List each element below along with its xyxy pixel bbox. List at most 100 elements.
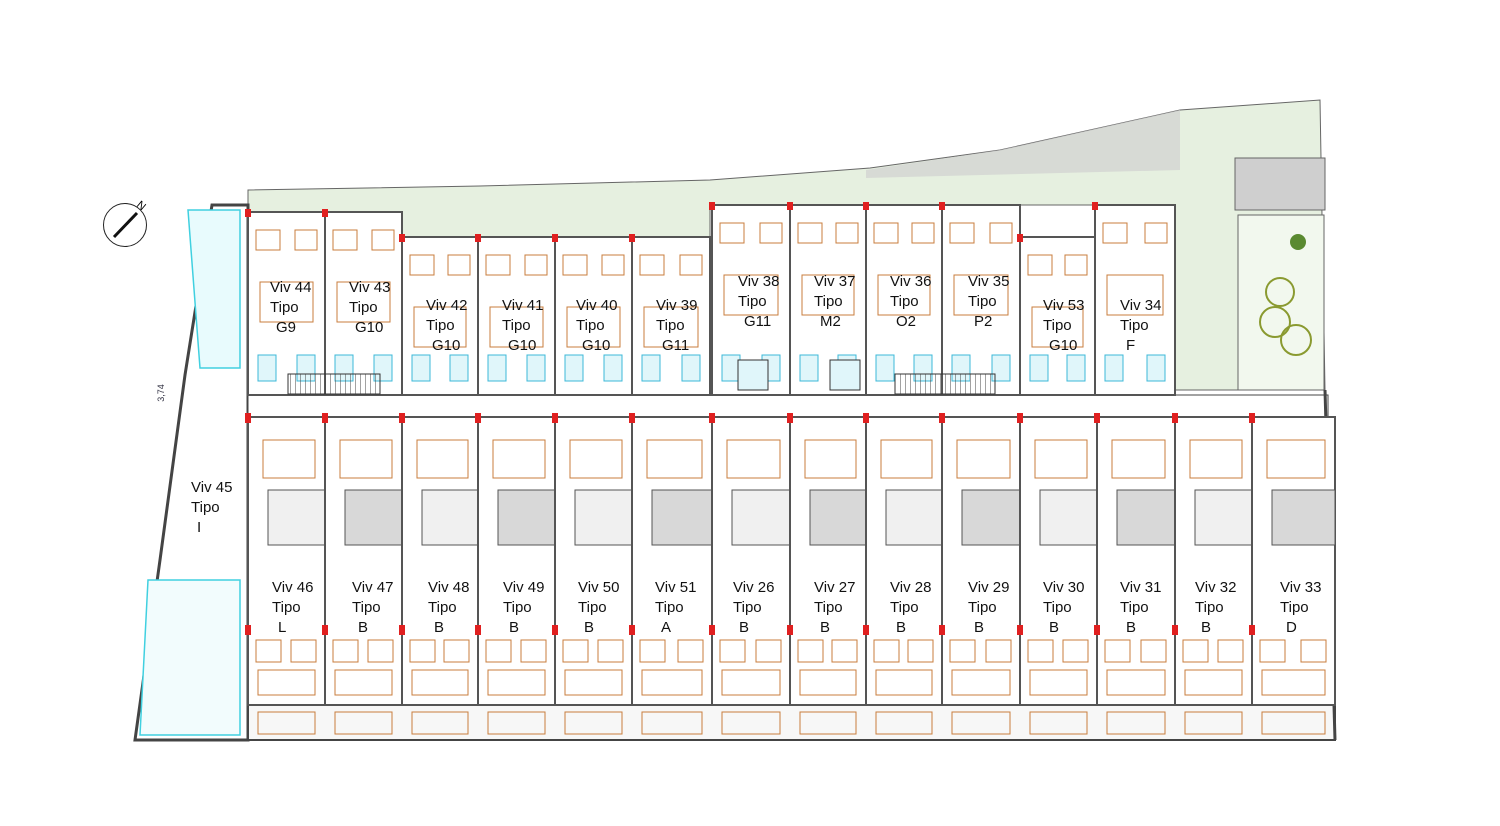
unit-tipo-label: Tipo [1280, 599, 1309, 616]
unit-tipo-label: Tipo [1043, 599, 1072, 616]
column [475, 234, 481, 242]
unit-tipo: L [278, 619, 287, 636]
unit-tipo-label: Tipo [733, 599, 762, 616]
site-garden [247, 99, 1326, 391]
unit-tipo: B [1201, 619, 1212, 636]
column [552, 625, 558, 635]
unit-viv: Viv 38 [738, 273, 780, 290]
column [399, 234, 405, 242]
unit-viv: Viv 48 [428, 579, 470, 596]
column [1094, 413, 1100, 423]
column [399, 625, 405, 635]
column [1249, 625, 1255, 635]
column [1092, 202, 1098, 210]
unit-bottom [477, 416, 556, 706]
unit-tipo-label: Tipo [890, 293, 919, 310]
unit-tipo: G10 [508, 337, 537, 354]
column [787, 202, 793, 210]
unit-tipo-label: Tipo [272, 599, 301, 616]
column [245, 625, 251, 635]
unit-viv: Viv 40 [576, 297, 618, 314]
unit-tipo-label: Tipo [656, 317, 685, 334]
unit-tipo: G10 [582, 337, 611, 354]
unit-viv: Viv 36 [890, 273, 932, 290]
column [629, 625, 635, 635]
column [863, 625, 869, 635]
unit-bottom [1251, 416, 1336, 706]
unit-tipo-label: Tipo [576, 317, 605, 334]
unit-tipo: B [974, 619, 985, 636]
unit-viv: Viv 50 [578, 579, 620, 596]
column [322, 625, 328, 635]
column [1094, 625, 1100, 635]
stair-cores [287, 359, 996, 395]
unit-tipo-label: Tipo [191, 499, 220, 516]
unit-tipo: P2 [974, 313, 993, 330]
unit-tipo-label: Tipo [890, 599, 919, 616]
unit-viv: Viv 45 [191, 479, 233, 496]
unit-tipo: G10 [432, 337, 461, 354]
unit-viv: Viv 53 [1043, 297, 1085, 314]
column [939, 413, 945, 423]
column [863, 413, 869, 423]
shrub-icon [1290, 234, 1306, 250]
unit-viv: Viv 26 [733, 579, 775, 596]
unit-tipo: B [1049, 619, 1060, 636]
unit-viv: Viv 46 [272, 579, 314, 596]
unit-tipo: G10 [355, 319, 384, 336]
column [552, 234, 558, 242]
column [787, 413, 793, 423]
unit-tipo-label: Tipo [270, 299, 299, 316]
unit-bottom [554, 416, 633, 706]
unit-tipo-label: Tipo [349, 299, 378, 316]
unit-tipo-label: Tipo [968, 293, 997, 310]
unit-tipo: A [661, 619, 672, 636]
unit-tipo-label: Tipo [655, 599, 684, 616]
column [1172, 625, 1178, 635]
unit-viv: Viv 27 [814, 579, 856, 596]
column [787, 625, 793, 635]
unit-tipo-label: Tipo [814, 599, 843, 616]
unit-tipo-label: Tipo [1195, 599, 1224, 616]
dimension-label: 3,74 [155, 384, 166, 402]
column [1017, 234, 1023, 242]
column [322, 413, 328, 423]
unit-tipo-label: Tipo [1120, 317, 1149, 334]
unit-viv: Viv 29 [968, 579, 1010, 596]
unit-viv: Viv 47 [352, 579, 394, 596]
unit-viv: Viv 49 [503, 579, 545, 596]
column [863, 202, 869, 210]
unit-bottom [789, 416, 867, 706]
unit-tipo-label: Tipo [1043, 317, 1072, 334]
tree-icon [1265, 277, 1295, 307]
unit-tipo: F [1126, 337, 1136, 354]
unit-bottom [1174, 416, 1253, 706]
unit-viv: Viv 41 [502, 297, 544, 314]
unit-tipo: B [1126, 619, 1137, 636]
column [1249, 413, 1255, 423]
column [552, 413, 558, 423]
column [1017, 413, 1023, 423]
unit-viv: Viv 30 [1043, 579, 1085, 596]
column [939, 202, 945, 210]
column [475, 413, 481, 423]
